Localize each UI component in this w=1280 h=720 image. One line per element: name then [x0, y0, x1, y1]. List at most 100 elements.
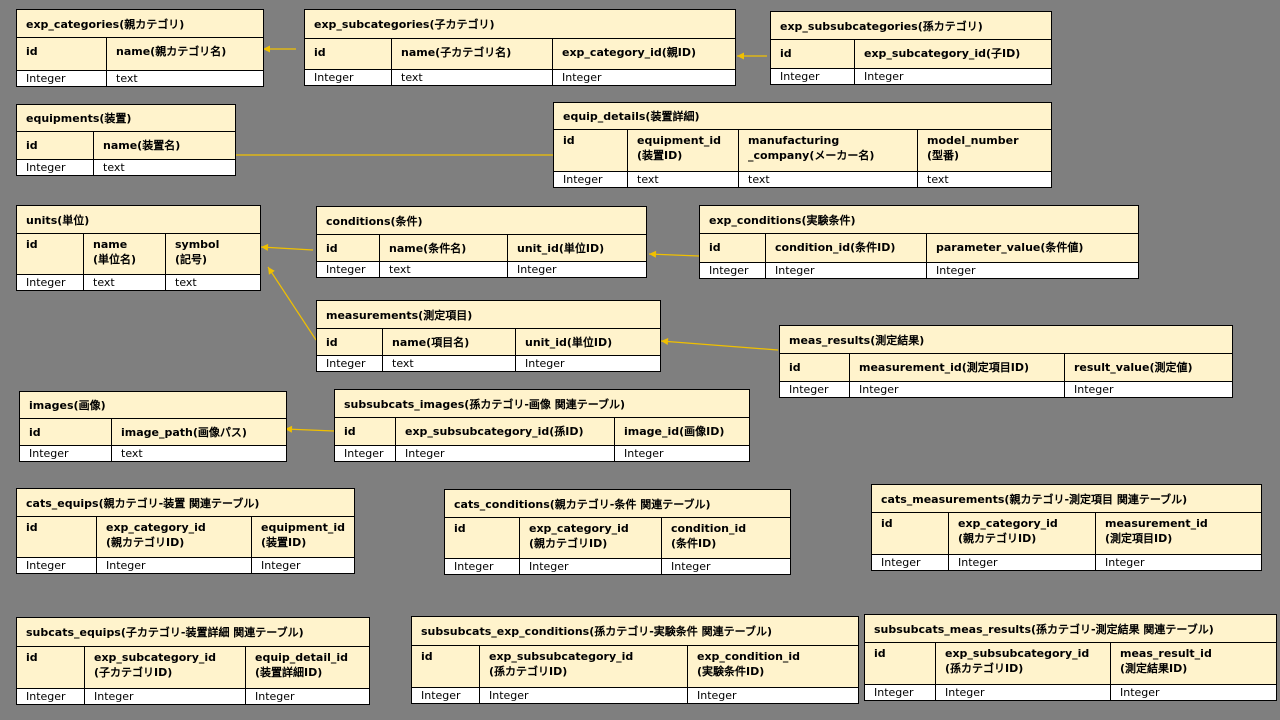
- table-title: exp_subsubcategories(孫カテゴリ): [771, 12, 1051, 40]
- column-name: name(装置名): [103, 139, 181, 152]
- table-title: subsubcats_meas_results(孫カテゴリ-測定結果 関連テーブ…: [865, 615, 1276, 643]
- column-name: id: [17, 132, 94, 159]
- arrow-head-icon: [661, 338, 669, 346]
- column-type: Integer: [624, 447, 664, 460]
- column-type: Integer: [780, 382, 850, 397]
- column-type: Integer: [317, 262, 380, 277]
- column-type: Integer: [261, 559, 301, 572]
- column-type: text: [739, 172, 918, 187]
- relation-meas-results-to-measurements: [660, 338, 779, 351]
- column-type: Integer: [396, 446, 615, 461]
- relation-conditions-to-units: [260, 243, 314, 251]
- column-type: Integer: [700, 263, 766, 278]
- table-title: meas_results(測定結果): [780, 326, 1232, 354]
- column-type: text: [175, 276, 197, 289]
- arrow-head-icon: [261, 243, 269, 251]
- column-name: exp_condition_id (実験条件ID): [697, 650, 801, 678]
- column-name: meas_result_id (測定結果ID): [1120, 647, 1212, 675]
- column-type: Integer: [445, 559, 520, 574]
- table-title: cats_measurements(親カテゴリ-測定項目 関連テーブル): [872, 485, 1261, 513]
- column-type: text: [103, 161, 125, 174]
- column-type: Integer: [17, 275, 84, 290]
- column-header-row: id name(装置名): [17, 132, 235, 160]
- column-type: text: [392, 70, 553, 85]
- column-type: Integer: [697, 689, 737, 702]
- column-name: name(項目名): [383, 329, 516, 355]
- column-name: measurement_id (測定項目ID): [1105, 517, 1208, 545]
- column-name: id: [17, 38, 107, 70]
- column-type: text: [628, 172, 739, 187]
- table-title: units(単位): [17, 206, 260, 234]
- column-name: image_path(画像パス): [121, 426, 247, 439]
- column-name: exp_category_id (親カテゴリID): [520, 518, 662, 558]
- column-type: Integer: [17, 71, 107, 86]
- table-title: exp_conditions(実験条件): [700, 206, 1138, 234]
- table-title: cats_equips(親カテゴリ-装置 関連テーブル): [17, 489, 354, 517]
- table-title: images(画像): [20, 392, 286, 419]
- column-type: Integer: [936, 264, 976, 277]
- column-type: Integer: [771, 69, 855, 84]
- table-title: cats_conditions(親カテゴリ-条件 関連テーブル): [445, 490, 790, 518]
- relation-equip-details-to-equipments: [228, 151, 553, 159]
- column-name: model_number (型番): [927, 134, 1019, 162]
- table-title: subsubcats_exp_conditions(孫カテゴリ-実験条件 関連テ…: [412, 617, 858, 646]
- column-name: equipment_id (装置ID): [628, 130, 739, 171]
- column-name: symbol (記号): [175, 238, 220, 266]
- column-type: Integer: [335, 446, 396, 461]
- column-type: Integer: [520, 559, 662, 574]
- column-name: id: [317, 329, 383, 355]
- column-name: id: [554, 130, 628, 171]
- table-subsubcats-meas-results[interactable]: subsubcats_meas_results(孫カテゴリ-測定結果 関連テーブ…: [864, 614, 1277, 701]
- column-name: id: [771, 40, 855, 68]
- column-name: id: [872, 513, 949, 554]
- column-name: result_value(測定値): [1074, 361, 1193, 374]
- column-type: Integer: [936, 685, 1111, 700]
- column-type: Integer: [865, 685, 936, 700]
- column-name: id: [412, 646, 480, 687]
- column-type: Integer: [97, 558, 252, 573]
- table-subsubcats-exp-conditions[interactable]: subsubcats_exp_conditions(孫カテゴリ-実験条件 関連テ…: [411, 616, 859, 704]
- column-name: id: [865, 643, 936, 684]
- column-name: unit_id(単位ID): [517, 242, 605, 255]
- column-type: Integer: [1120, 686, 1160, 699]
- column-name: id: [17, 234, 84, 274]
- column-name: parameter_value(条件値): [936, 241, 1084, 254]
- column-name: exp_subsubcategory_id (孫カテゴリID): [936, 643, 1111, 684]
- arrow-head-icon: [285, 425, 293, 433]
- column-type: Integer: [872, 555, 949, 570]
- column-name: name(条件名): [380, 235, 508, 261]
- column-name: exp_category_id (親カテゴリID): [97, 517, 252, 557]
- column-type: Integer: [554, 172, 628, 187]
